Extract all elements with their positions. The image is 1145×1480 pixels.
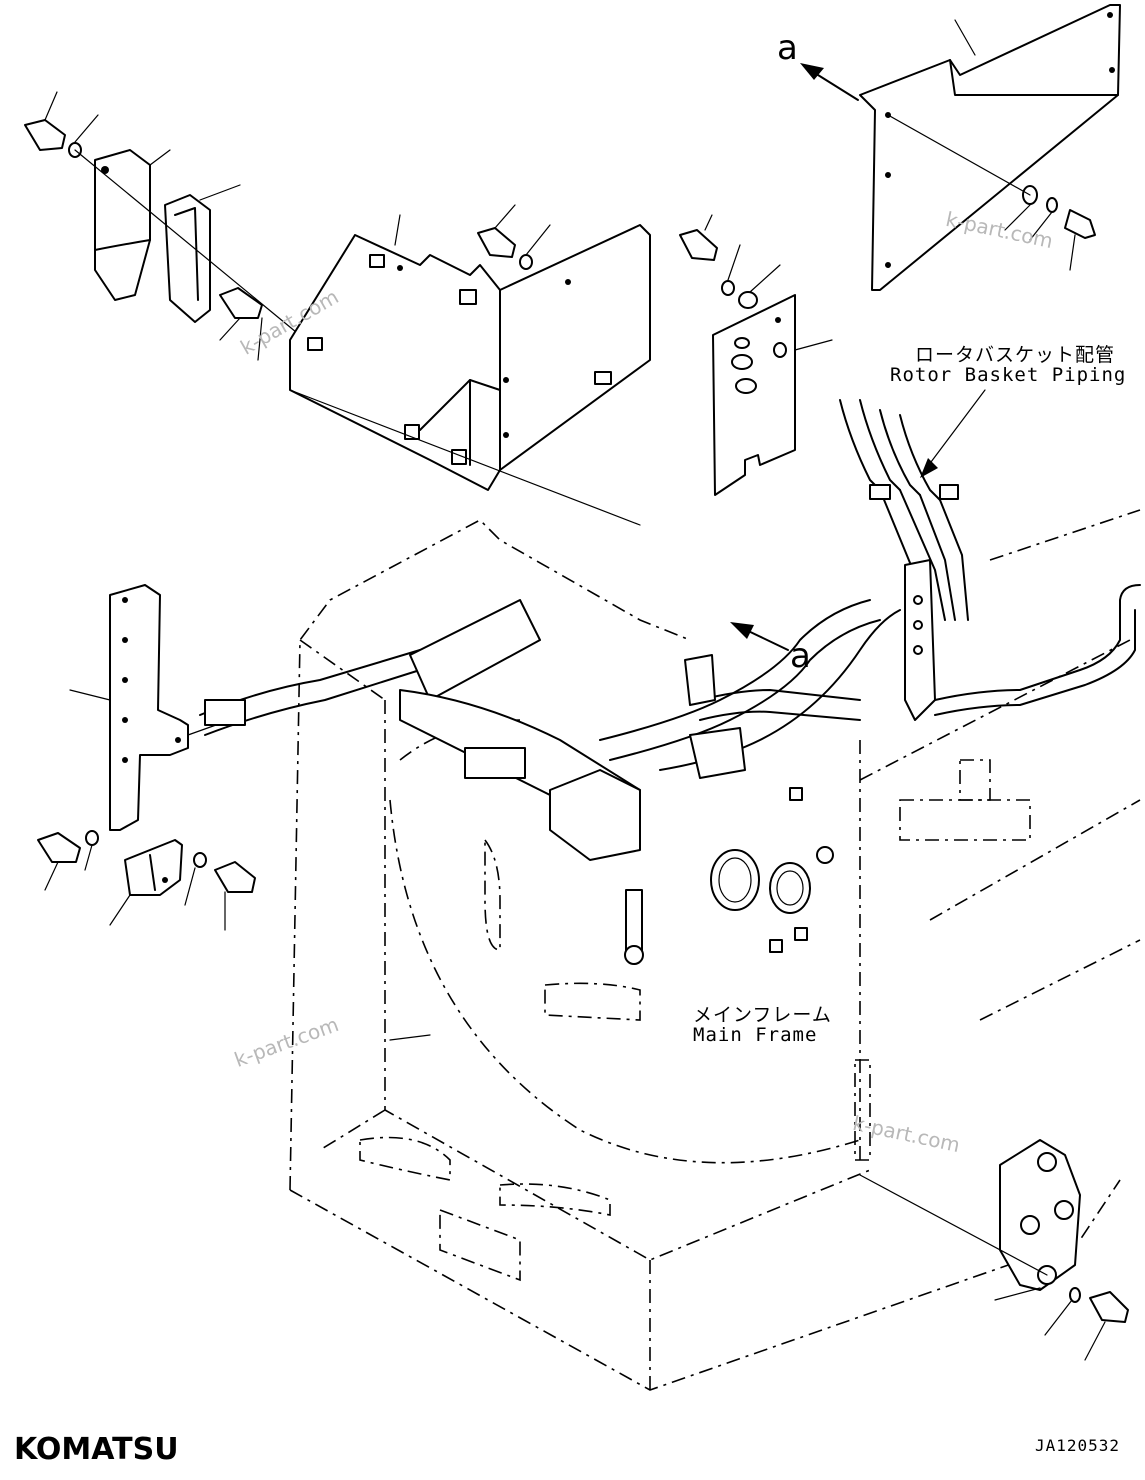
main-frame-label-jp: メインフレーム [693,1004,832,1026]
drawing-code: JA120532 [1035,1436,1121,1455]
bolt-washer-right-center [679,214,781,309]
rotor-leader-arrowhead [920,458,938,478]
rotor-leader-line [924,389,986,471]
view-arrow-a-mid [730,622,789,651]
view-arrow-a-top-label: a [777,28,798,68]
frame-leader-line [389,1034,431,1041]
view-arrow-a-top [800,63,859,101]
center-guard-cover [289,214,651,526]
main-frame [289,509,1141,1391]
clip-left-top [164,184,241,323]
rotor-basket-piping-label-en: Rotor Basket Piping [890,364,1127,386]
bolt-left-top [24,91,331,361]
bolt-washer-center [477,204,551,270]
frame-hole-rings [624,787,834,965]
bolt-washer-left-lower [37,830,99,891]
cover-plate-small [712,294,833,496]
bolt-washer-set-top-right [887,114,1096,271]
side-cover-plate [859,4,1121,291]
vertical-bracket-left [69,584,231,831]
rotor-basket-piping-label-jp: ロータバスケット配管 [915,344,1116,366]
bolt-left-mid [219,287,263,361]
main-frame-label-en: Main Frame [693,1024,818,1046]
view-arrow-a-mid-label: a [790,636,811,676]
mount-bracket-lower [109,839,256,931]
rotor-basket-piping [199,399,1141,861]
bracket-left-top [94,149,171,301]
access-cover-plate [859,1139,1129,1361]
komatsu-logo: KOMATSU [14,1432,179,1467]
